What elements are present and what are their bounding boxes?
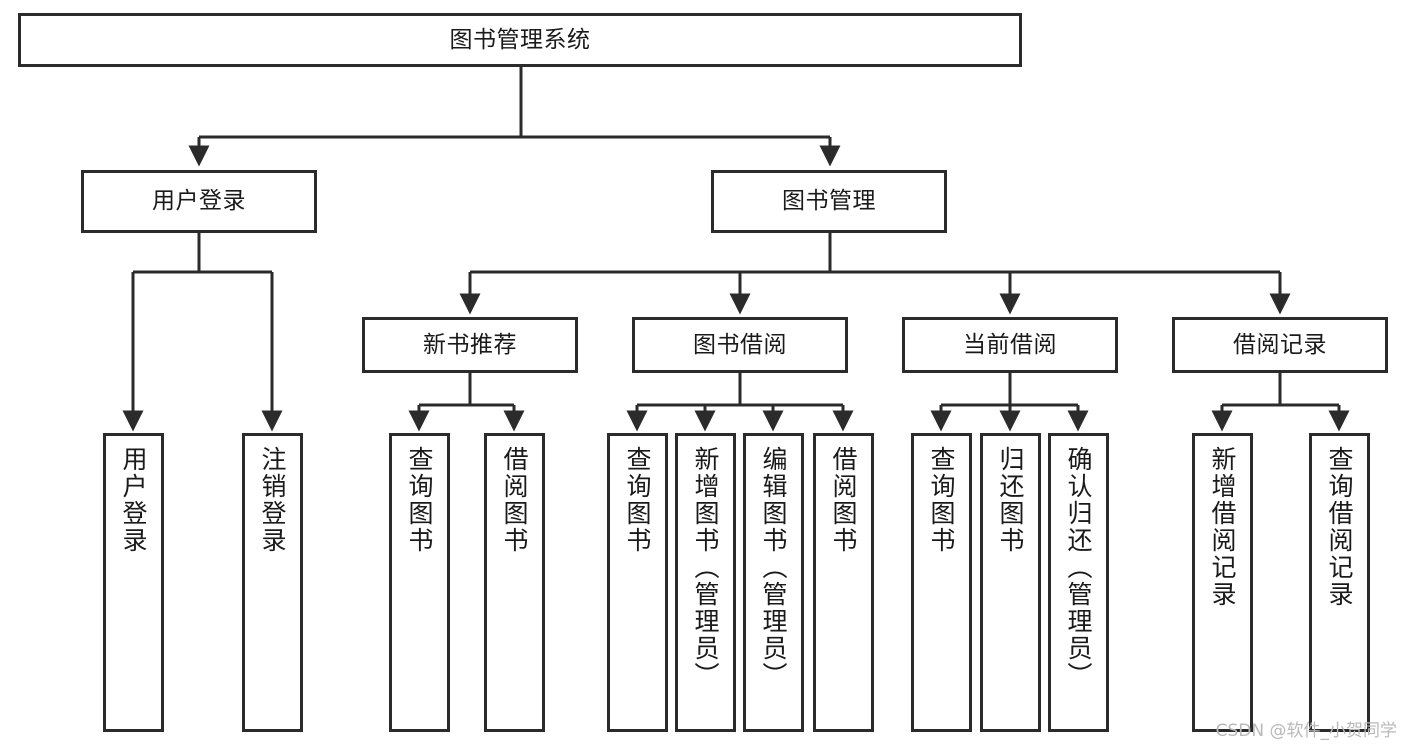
node-leaf-borrow-book-1-label: 借阅图书 [500, 446, 529, 554]
node-leaf-query-book-3-label: 查询图书 [927, 446, 956, 554]
node-leaf-borrow-book-1[interactable]: 借阅图书 [484, 433, 545, 732]
node-root[interactable]: 图书管理系统 [18, 13, 1022, 67]
node-leaf-user-login-label: 用户登录 [119, 446, 148, 554]
node-new-book-recommend-label: 新书推荐 [423, 331, 517, 358]
node-leaf-borrow-book-2[interactable]: 借阅图书 [813, 433, 874, 732]
node-leaf-logout[interactable]: 注销登录 [242, 433, 303, 732]
node-leaf-confirm-return[interactable]: 确认归还（管理员） [1048, 433, 1109, 732]
node-leaf-return-book-label: 归还图书 [996, 446, 1025, 554]
node-leaf-edit-book-label: 编辑图书（管理员） [759, 446, 788, 689]
node-borrow-record[interactable]: 借阅记录 [1172, 317, 1388, 373]
node-leaf-user-login[interactable]: 用户登录 [103, 433, 164, 732]
node-leaf-query-book-2[interactable]: 查询图书 [607, 433, 668, 732]
node-leaf-query-book-2-label: 查询图书 [623, 446, 652, 554]
node-leaf-query-record[interactable]: 查询借阅记录 [1309, 433, 1370, 732]
node-leaf-return-book[interactable]: 归还图书 [980, 433, 1041, 732]
node-leaf-query-record-label: 查询借阅记录 [1325, 446, 1354, 608]
node-borrow-record-label: 借阅记录 [1233, 331, 1327, 358]
node-leaf-confirm-return-label: 确认归还（管理员） [1064, 446, 1093, 689]
node-current-borrow-label: 当前借阅 [963, 331, 1057, 358]
node-book-borrow-label: 图书借阅 [693, 331, 787, 358]
node-book-manage-label: 图书管理 [782, 188, 876, 215]
node-leaf-add-book[interactable]: 新增图书（管理员） [675, 433, 736, 732]
node-leaf-add-record-label: 新增借阅记录 [1208, 446, 1237, 608]
node-book-borrow[interactable]: 图书借阅 [632, 317, 848, 373]
node-leaf-query-book-1-label: 查询图书 [405, 446, 434, 554]
node-leaf-query-book-1[interactable]: 查询图书 [389, 433, 450, 732]
node-new-book-recommend[interactable]: 新书推荐 [362, 317, 578, 373]
node-leaf-query-book-3[interactable]: 查询图书 [911, 433, 972, 732]
node-leaf-add-record[interactable]: 新增借阅记录 [1192, 433, 1253, 732]
node-user-login-label: 用户登录 [152, 188, 246, 215]
node-leaf-borrow-book-2-label: 借阅图书 [829, 446, 858, 554]
node-leaf-add-book-label: 新增图书（管理员） [691, 446, 720, 689]
node-leaf-logout-label: 注销登录 [258, 446, 287, 554]
node-current-borrow[interactable]: 当前借阅 [902, 317, 1118, 373]
node-user-login[interactable]: 用户登录 [81, 170, 317, 233]
watermark: CSDN @软件_小贺同学 [1215, 721, 1397, 741]
node-leaf-edit-book[interactable]: 编辑图书（管理员） [743, 433, 804, 732]
node-root-label: 图书管理系统 [449, 26, 591, 53]
node-book-manage[interactable]: 图书管理 [711, 170, 947, 233]
